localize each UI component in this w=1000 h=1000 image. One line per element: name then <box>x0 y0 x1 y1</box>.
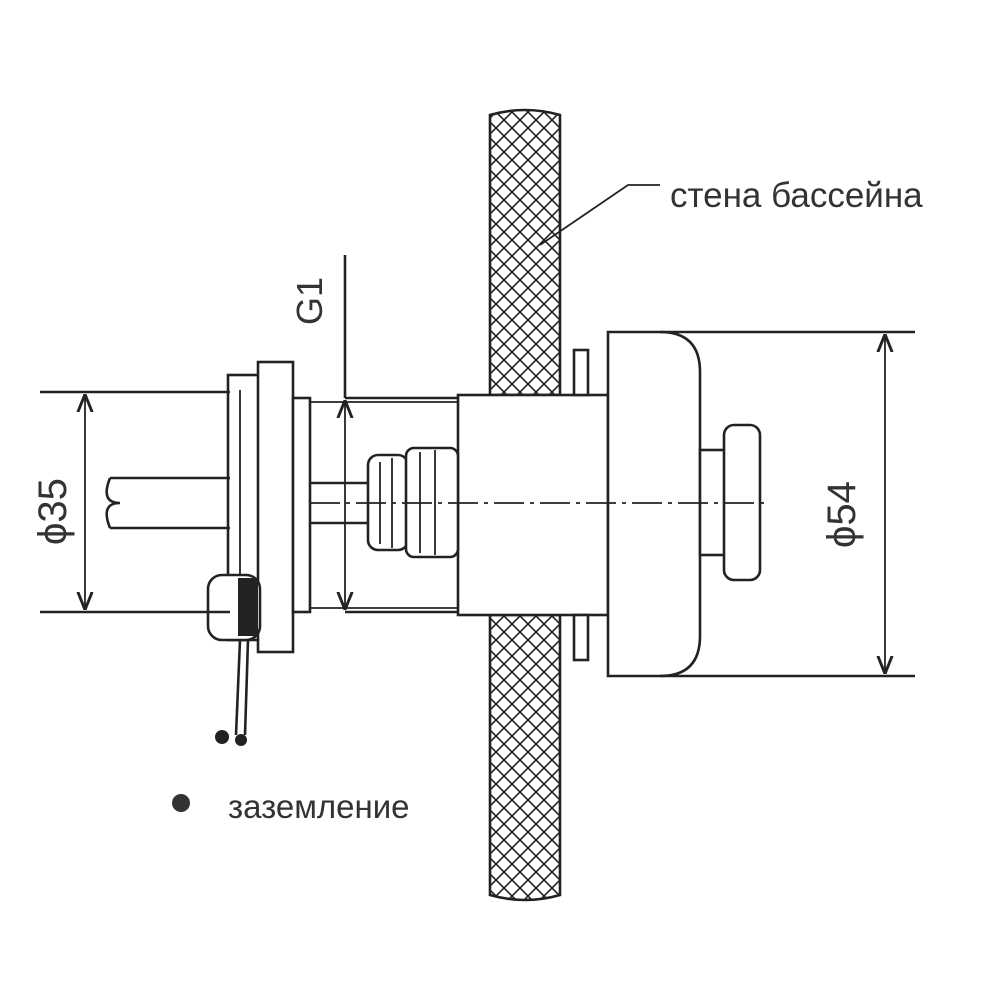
dim-35-label: ϕ35 <box>31 478 75 545</box>
grounding-legend-dot <box>172 794 190 812</box>
lamp-housing <box>606 330 702 678</box>
grounding-label: заземление <box>228 788 410 825</box>
dim-54-label: ϕ54 <box>820 481 864 548</box>
flange-washer-bottom <box>572 613 590 662</box>
pool-wall-label: стена бассейна <box>670 176 923 215</box>
pool-wall <box>488 108 562 902</box>
wall-leader-line <box>539 184 660 246</box>
thread-label: G1 <box>289 277 330 325</box>
dimension-35 <box>40 390 230 614</box>
wall-sleeve <box>310 393 610 617</box>
grounding-terminal <box>206 573 262 746</box>
dimension-54 <box>660 330 915 678</box>
flange-washer-top <box>572 348 590 397</box>
